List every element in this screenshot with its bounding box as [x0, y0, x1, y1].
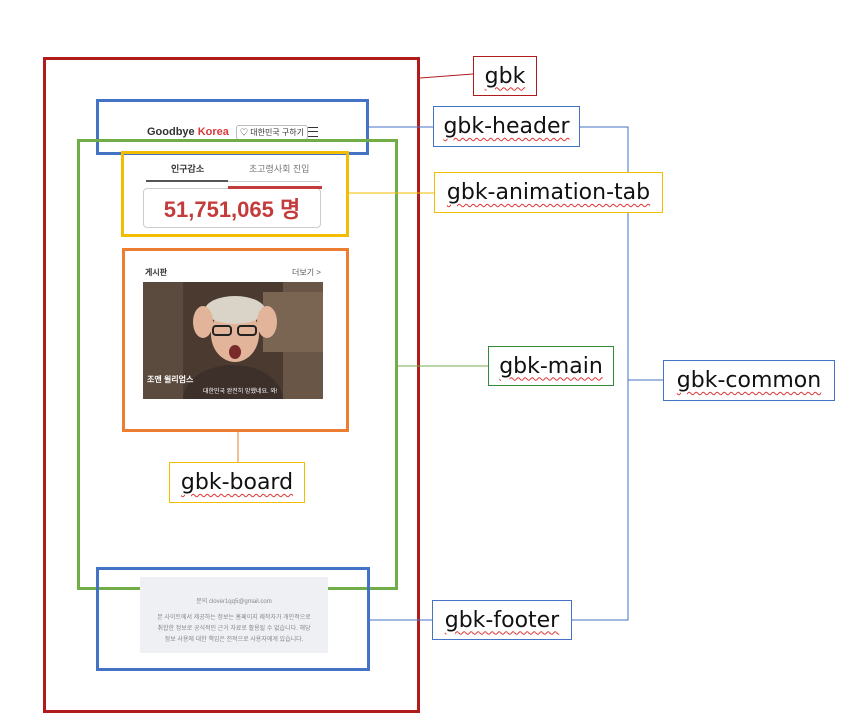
- connector-common-bracket: [572, 126, 629, 621]
- counter-accent-bar: [228, 186, 322, 189]
- gbk-animation-tab-frame: [121, 151, 349, 237]
- label-gbk-header: gbk-header: [433, 106, 580, 147]
- label-gbk-animation-tab: gbk-animation-tab: [434, 172, 663, 213]
- gbk-footer-frame: [96, 567, 370, 671]
- footer-disclaimer-line: 취합한 정보로 공식적인 근거 자료로 활용될 수 없습니다. 해당: [157, 626, 311, 632]
- label-gbk-common: gbk-common: [663, 360, 835, 401]
- gbk-frame: [43, 57, 420, 713]
- footer-disclaimer-line: 정보 사용에 대한 책임은 전적으로 사용자에게 있습니다.: [164, 637, 304, 643]
- footer-disclaimer-line: 본 사이트에서 제공하는 정보는 홈페이지 제작자가 개인적으로: [157, 615, 311, 621]
- label-gbk-board: gbk-board: [169, 462, 305, 503]
- label-gbk: gbk: [473, 56, 537, 96]
- tab-divider: [228, 181, 320, 182]
- tab-aging-society[interactable]: 초고령사회 진입: [249, 164, 310, 174]
- label-gbk-footer: gbk-footer: [432, 600, 572, 640]
- footer-contact: 문의 clover1qq5@gmail.com: [196, 599, 272, 605]
- board-thumbnail[interactable]: 조앤 윌리엄스 대한민국 완전히 망했네요. 와!: [143, 282, 323, 399]
- connector-gbk: [419, 73, 474, 79]
- thumbnail-caption-sub: 대한민국 완전히 망했네요. 와!: [203, 389, 278, 395]
- label-gbk-main: gbk-main: [488, 346, 614, 386]
- header-logo: Goodbye Korea: [147, 126, 229, 138]
- board-thumbnail-illustration: [143, 282, 323, 399]
- tab-population-decline[interactable]: 인구감소: [171, 164, 205, 174]
- board-more-link[interactable]: 더보기 >: [292, 268, 321, 277]
- footer-content: 문의 clover1qq5@gmail.com 본 사이트에서 제공하는 정보는…: [140, 577, 328, 653]
- thumbnail-caption-name: 조앤 윌리엄스: [147, 375, 194, 384]
- board-title: 게시판: [145, 268, 168, 277]
- tab-underline: [146, 180, 228, 182]
- gbk-board-frame: [122, 248, 349, 432]
- menu-icon[interactable]: [308, 127, 318, 137]
